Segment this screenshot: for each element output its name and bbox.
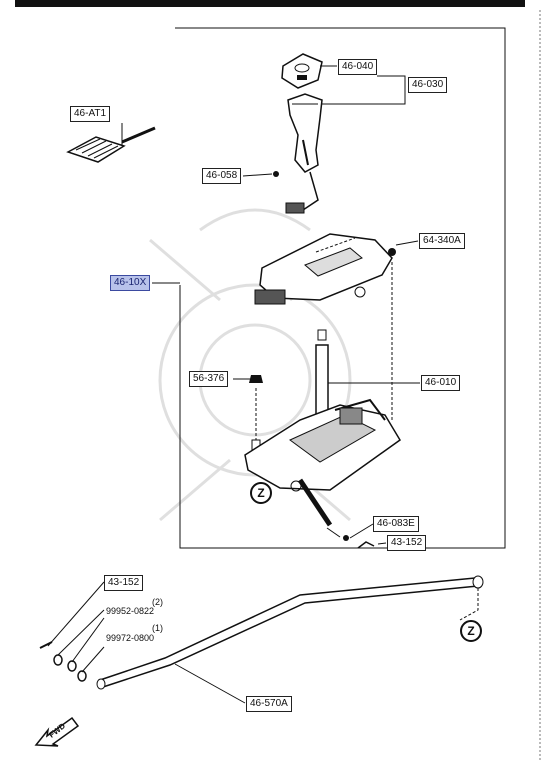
label-43-152-top: 43-152 [387, 535, 427, 551]
label-46-058: 46-058 [202, 168, 242, 184]
qty-2: (2) [152, 597, 163, 607]
shift-knob [285, 93, 323, 214]
leader-lines [47, 65, 420, 704]
shifter-base [244, 398, 401, 527]
clip-43-152-top [357, 541, 375, 549]
fwd-arrow [34, 716, 80, 747]
label-46-10x: 46-10X [110, 275, 151, 291]
label-46-040: 46-040 [338, 59, 378, 75]
label-99952-0822: 99952-0822 [106, 606, 155, 616]
screw-46-058 [273, 171, 279, 177]
label-46-570a: 46-570A [246, 696, 292, 712]
top-bar [15, 0, 525, 7]
z-marker-bottom: Z [460, 620, 482, 642]
bolt-56-376 [249, 375, 263, 451]
mat-part [66, 126, 156, 163]
label-64-340a: 64-340A [419, 233, 465, 249]
pin-and-washers [39, 641, 87, 682]
knob-button [281, 53, 323, 89]
qty-1: (1) [152, 623, 163, 633]
watermark-logo [149, 208, 361, 522]
label-56-376: 56-376 [189, 371, 229, 387]
shift-rod [96, 575, 484, 690]
label-46-030: 46-030 [408, 77, 448, 93]
assembly-frame [175, 27, 506, 549]
label-99972-0800: 99972-0800 [106, 633, 155, 643]
washer-46-083e [343, 535, 349, 541]
screw-64-340a [388, 248, 396, 256]
shift-lever [315, 329, 329, 416]
label-43-152-bottom: 43-152 [104, 575, 144, 591]
label-46-083e: 46-083E [373, 516, 419, 532]
z-marker-top: Z [250, 482, 272, 504]
label-46-010: 46-010 [421, 375, 461, 391]
label-46-at1: 46-AT1 [70, 106, 111, 122]
indicator-panel [254, 233, 393, 305]
